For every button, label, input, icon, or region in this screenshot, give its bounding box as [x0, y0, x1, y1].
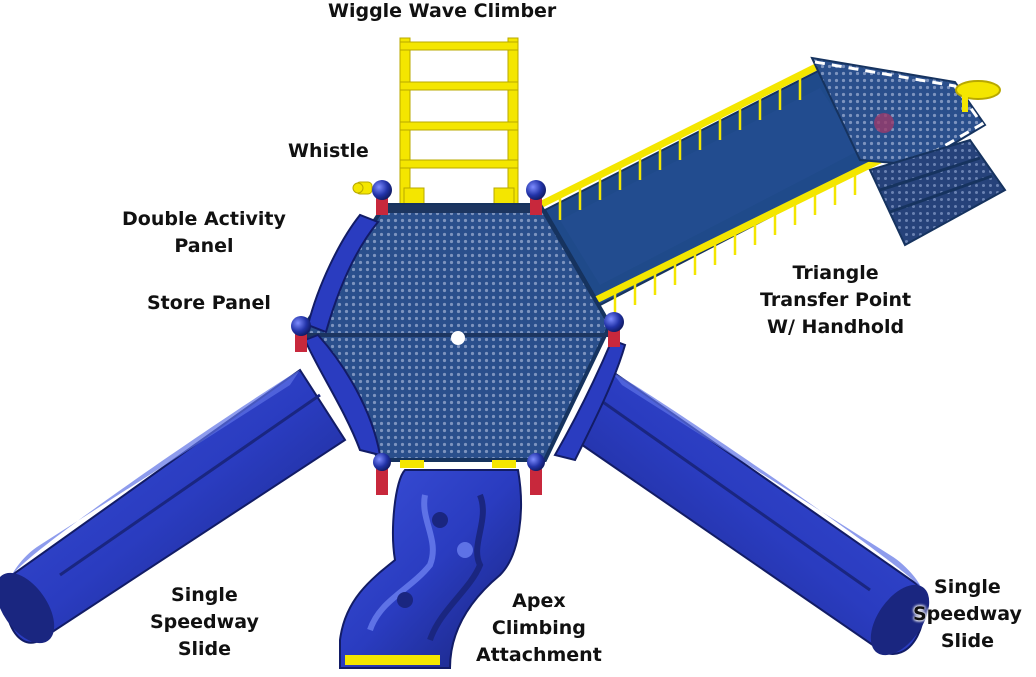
label-wiggle-wave-climber: Wiggle Wave Climber: [328, 0, 556, 25]
posts: [291, 180, 624, 495]
label-line: Triangle: [792, 262, 879, 284]
label-line: Slide: [940, 630, 995, 652]
label-line: Store Panel: [147, 292, 271, 314]
label-whistle: Whistle: [288, 138, 369, 165]
whistle: [352, 181, 373, 195]
label-line: Whistle: [288, 140, 369, 162]
label-double-activity-panel: Double Activity Panel: [122, 206, 286, 260]
label-line: Apex: [512, 590, 566, 612]
label-line: Single: [934, 576, 1001, 598]
label-line: Attachment: [476, 644, 602, 666]
label-single-speedway-slide-left: Single Speedway Slide: [150, 582, 259, 663]
label-apex-climbing-attachment: Apex Climbing Attachment: [476, 588, 602, 669]
label-line: Speedway: [150, 611, 259, 633]
label-line: Double Activity: [122, 208, 286, 230]
label-store-panel: Store Panel: [147, 290, 271, 317]
label-line: Climbing: [491, 617, 586, 639]
label-line: Single: [171, 584, 238, 606]
label-line: Panel: [174, 235, 234, 257]
transfer-bridge: [538, 56, 1007, 315]
main-deck: [299, 203, 613, 462]
label-line: Slide: [177, 638, 232, 660]
right-side-panel: [553, 338, 627, 462]
label-single-speedway-slide-right: Single Speedway Slide: [913, 574, 1022, 655]
wiggle-wave-climber: [399, 37, 519, 207]
label-line: Transfer Point: [760, 289, 912, 311]
label-triangle-transfer-point: Triangle Transfer Point W/ Handhold: [760, 260, 911, 341]
label-line: Wiggle Wave Climber: [328, 0, 557, 22]
double-activity-panel: [306, 213, 380, 334]
label-line: W/ Handhold: [767, 316, 905, 338]
label-line: Speedway: [913, 603, 1022, 625]
single-speedway-slide-right: [573, 368, 930, 656]
apex-climbing-attachment: [339, 469, 522, 669]
single-speedway-slide-left: [0, 368, 347, 644]
